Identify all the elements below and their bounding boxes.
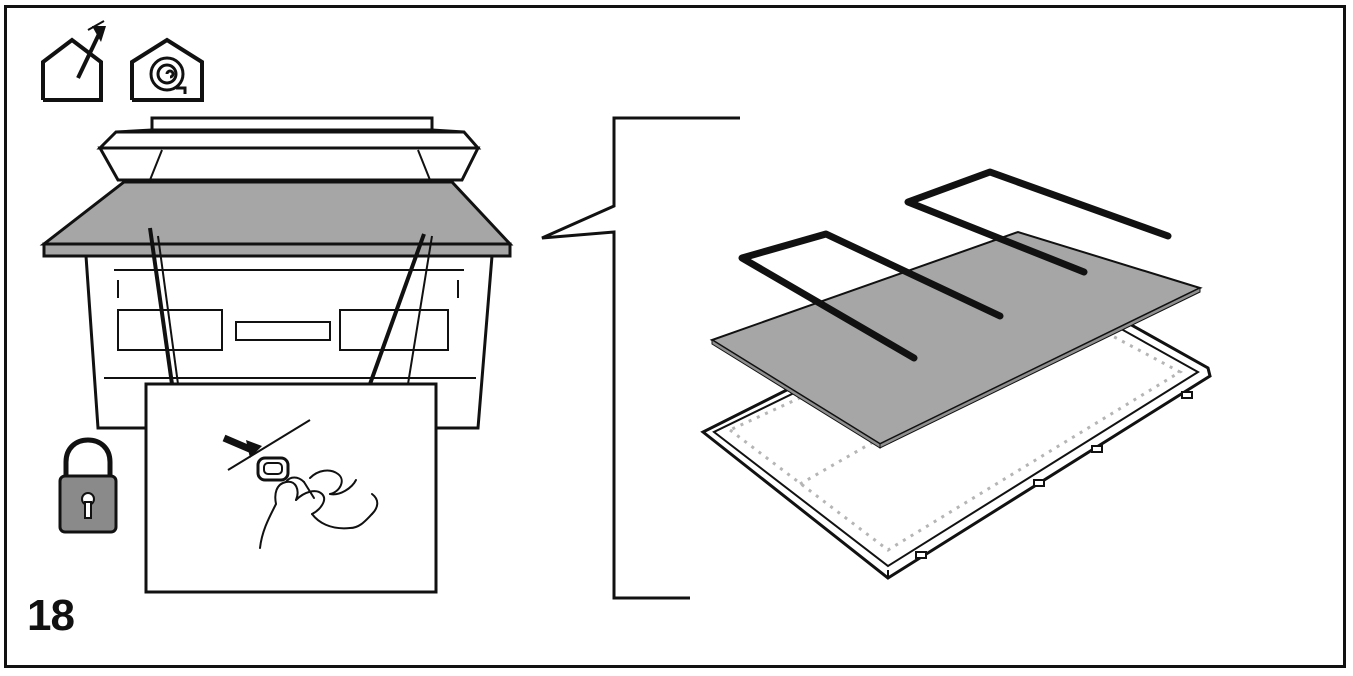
hood-filter-panel — [39, 180, 514, 246]
ducted-exhaust-icon — [41, 20, 106, 102]
detail-pointer — [148, 227, 433, 385]
padlock-icon — [58, 437, 118, 534]
hand-icon — [259, 469, 379, 549]
retaining-wire-back — [904, 168, 1172, 276]
zoom-bracket — [541, 116, 740, 600]
cooker-hood — [39, 116, 514, 430]
detail-inset — [144, 382, 438, 594]
instruction-frame — [4, 5, 1346, 668]
recirculation-icon — [130, 37, 204, 102]
filter-mat — [709, 230, 1203, 449]
step-number: 18 — [27, 591, 75, 640]
retaining-wire-front — [738, 230, 1004, 362]
latch-icon — [256, 456, 290, 482]
press-arrow-icon — [222, 434, 262, 458]
